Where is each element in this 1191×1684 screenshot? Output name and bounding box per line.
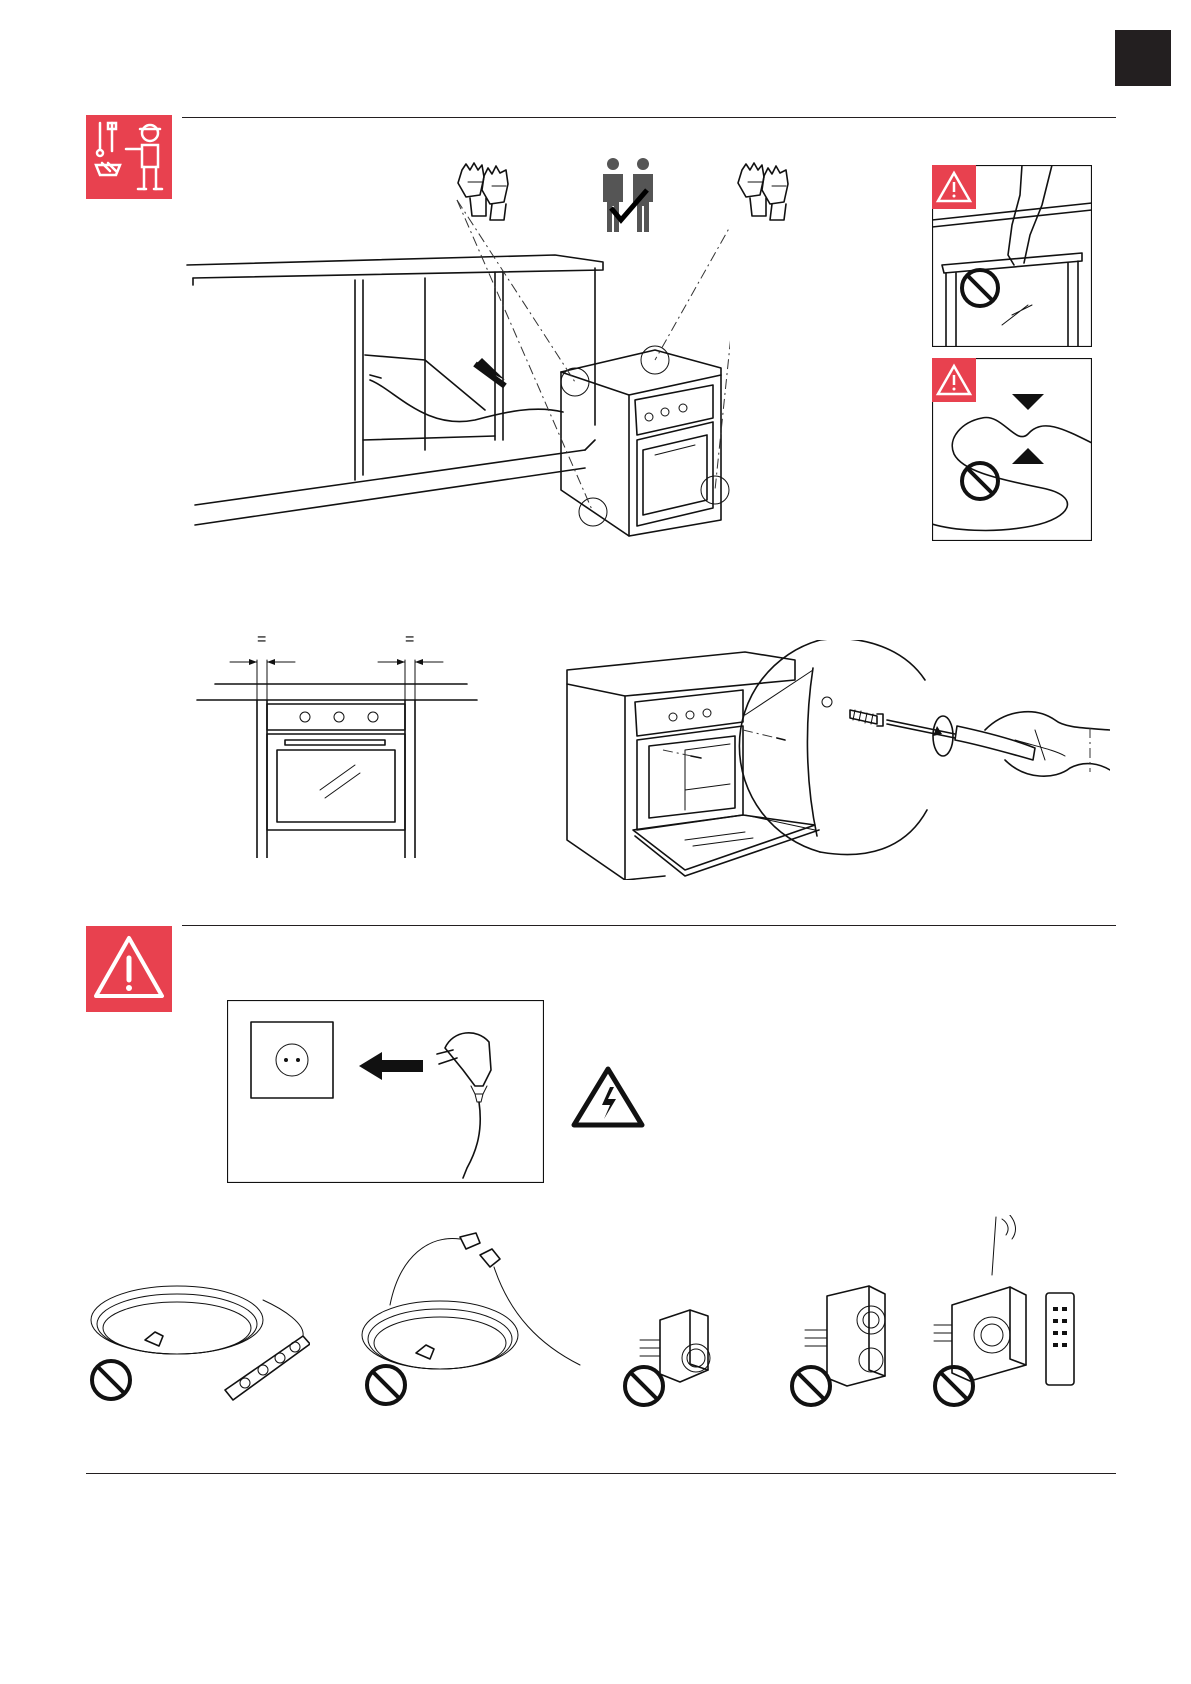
prohibited-item-timer-adapter [785,1280,895,1410]
section-divider-electrical [182,925,1116,926]
socket-and-plug-panel [227,1000,544,1183]
protective-gloves-icon [730,160,812,235]
prohibited-item-extension-cord-with-multi-socket-strip [85,1280,310,1405]
section-divider-installation [182,117,1116,118]
prohibited-item-extension-cord [360,1225,585,1410]
warning-panel-door-handle [932,165,1092,347]
tools-and-installer-icon [86,115,172,199]
footer-divider [86,1473,1116,1474]
oven-screw-fixing-illustration [565,640,1110,880]
prohibited-item-remote-control-socket [920,1215,1080,1410]
prohibited-item-plug-adapter [620,1300,740,1410]
two-persons-check-icon [597,156,661,234]
protective-gloves-icon [450,160,532,235]
equal-gap-left-label: = [257,632,266,648]
equal-clearance-diagram [195,630,480,858]
warning-triangle-icon [86,926,172,1012]
warning-panel-cable-crush [932,358,1092,541]
high-voltage-warning-icon [570,1065,646,1129]
equal-gap-right-label: = [405,632,414,648]
corner-tab [1115,30,1171,86]
